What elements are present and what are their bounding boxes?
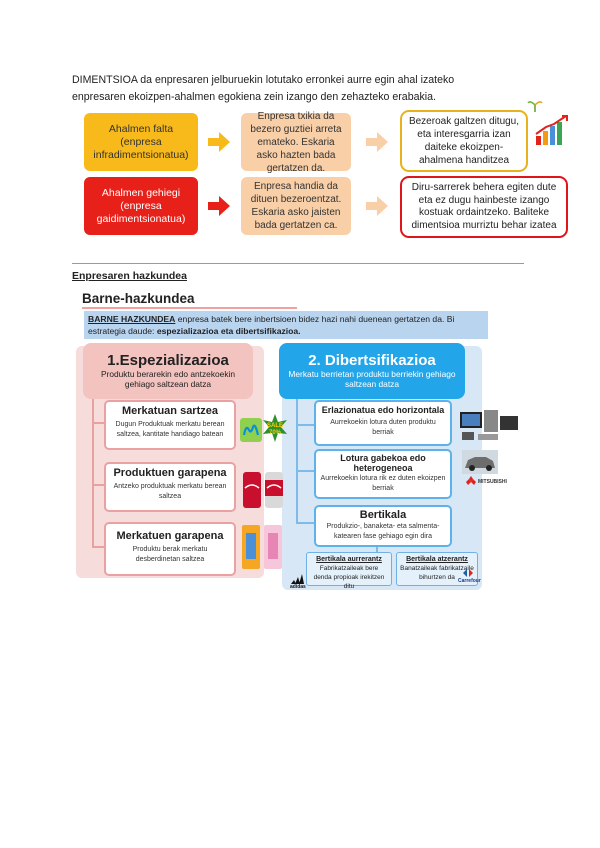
gaidi-description-text: Enpresa handia da dituen bezeroentzat. E… bbox=[247, 180, 345, 232]
card-text: Produkzio-, banaketa- eta salmenta-katea… bbox=[320, 522, 446, 542]
produktuen-garapena-card: Produktuen garapena Antzeko produktuak m… bbox=[104, 462, 236, 512]
espezializazioa-header: 1.Espezializazioa Produktu berarekin edo… bbox=[83, 343, 253, 399]
sprout-icon bbox=[526, 98, 544, 112]
intro-line-2: enpresaren ekoizpen-ahalmen egokiena zei… bbox=[72, 91, 436, 103]
definition-box: BARNE HAZKUNDEA enpresa batek bere inber… bbox=[84, 311, 488, 339]
gaidi-consequence-box: Diru-sarrerek behera egiten dute eta ez … bbox=[400, 176, 568, 238]
card-text: Produktu berak merkatu desberdinetan sal… bbox=[110, 545, 230, 565]
gaidi-consequence-text: Diru-sarrerek behera egiten dute eta ez … bbox=[408, 182, 560, 232]
section-divider bbox=[72, 263, 524, 264]
card-text: Aurrekoekin lotura duten produktu berria… bbox=[320, 418, 446, 438]
card-text: Dugun Produktuak merkatu berean saltzea,… bbox=[110, 420, 230, 440]
connector-line bbox=[296, 522, 314, 524]
infra-consequence-box: Bezeroak galtzen ditugu, eta interesgarr… bbox=[400, 110, 528, 172]
erlazionatua-card: Erlazionatua edo horizontala Aurrekoekin… bbox=[314, 400, 452, 446]
adidas-logo-text: adidas bbox=[290, 584, 306, 590]
card-title: Produktuen garapena bbox=[110, 467, 230, 479]
title-underline bbox=[82, 307, 297, 309]
card-title: Merkatuan sartzea bbox=[110, 405, 230, 417]
merkatuen-garapena-card: Merkatuen garapena Produktu berak merkat… bbox=[104, 522, 236, 576]
sale-badge-icon: SALE 70% bbox=[262, 414, 288, 442]
card-title: Lotura gabekoa edo heterogeneoa bbox=[320, 453, 446, 473]
dibertsifikazioa-subtitle: Merkatu berrietan produktu berriekin geh… bbox=[285, 369, 459, 389]
bertikala-aurrerantz-box: Bertikala aurrerantz Fabrikatzaileak ber… bbox=[306, 552, 392, 586]
connector-line bbox=[92, 546, 104, 548]
card-title: Merkatuen garapena bbox=[110, 530, 230, 542]
card-text: Antzeko produktuak merkatu berean saltze… bbox=[110, 482, 230, 502]
espezializazioa-subtitle: Produktu berarekin edo antzekoekin gehia… bbox=[89, 369, 247, 389]
infra-consequence-text: Bezeroak galtzen ditugu, eta interesgarr… bbox=[408, 115, 520, 167]
card-title: Erlazionatua edo horizontala bbox=[320, 405, 446, 415]
connector-line bbox=[92, 422, 104, 424]
car-icon bbox=[462, 450, 498, 474]
gaidi-description-box: Enpresa handia da dituen bezeroentzat. E… bbox=[241, 177, 351, 235]
mitsubishi-logo-icon bbox=[466, 476, 476, 485]
definition-strategies: espezializazioa eta dibertsifikazioa. bbox=[157, 326, 301, 336]
carrefour-logo-icon bbox=[463, 569, 473, 577]
merkatuan-sartzea-card: Merkatuan sartzea Dugun Produktuak merka… bbox=[104, 400, 236, 450]
arrow-right-icon bbox=[208, 132, 230, 152]
connector-line bbox=[296, 424, 314, 426]
connector-line bbox=[296, 470, 314, 472]
dibertsifikazioa-title: 2. Dibertsifikazioa bbox=[308, 354, 436, 367]
barne-hazkundea-title: Barne-hazkundea bbox=[82, 291, 195, 306]
ahalmen-falta-box: Ahalmen falta (enpresa infradimentsionat… bbox=[84, 113, 198, 171]
ahalmen-falta-label: Ahalmen falta (enpresa infradimentsionat… bbox=[90, 123, 192, 162]
infra-description-text: Enpresa txikia da bezero guztiei arreta … bbox=[247, 110, 345, 175]
card-title: Bertikala bbox=[320, 509, 446, 521]
arrow-right-icon bbox=[208, 196, 230, 216]
svg-text:70%: 70% bbox=[269, 430, 282, 436]
lotura-gabekoa-card: Lotura gabekoa edo heterogeneoa Aurrekoe… bbox=[314, 449, 452, 499]
mini-title: Bertikala atzerantz bbox=[400, 555, 474, 564]
intro-line-1: DIMENTSIOA da enpresaren jelburuekin lot… bbox=[72, 74, 454, 86]
mini-title: Bertikala aurrerantz bbox=[310, 555, 388, 564]
cola-cans-icon bbox=[241, 468, 287, 510]
espezializazioa-title: 1.Espezializazioa bbox=[107, 354, 229, 367]
intro-paragraph: DIMENTSIOA da enpresaren jelburuekin lot… bbox=[72, 72, 542, 106]
infra-description-box: Enpresa txikia da bezero guztiei arreta … bbox=[241, 113, 351, 171]
mitsubishi-logo-text: MITSUBISHI bbox=[478, 479, 507, 485]
growth-chart-icon bbox=[534, 114, 572, 146]
arrow-right-icon bbox=[366, 196, 388, 216]
definition-term: BARNE HAZKUNDEA bbox=[88, 314, 175, 324]
movistar-logo-icon bbox=[240, 418, 262, 442]
carrefour-logo-text: Carrefour bbox=[458, 578, 481, 584]
mini-text: Fabrikatzaileak bere denda propioak irek… bbox=[314, 565, 385, 590]
electronics-products-icon bbox=[458, 408, 522, 442]
ahalmen-gehiegi-label: Ahalmen gehiegi (enpresa gaidimentsionat… bbox=[90, 187, 192, 226]
connector-line bbox=[296, 399, 298, 523]
ahalmen-gehiegi-box: Ahalmen gehiegi (enpresa gaidimentsionat… bbox=[84, 177, 198, 235]
dibertsifikazioa-header: 2. Dibertsifikazioa Merkatu berrietan pr… bbox=[279, 343, 465, 399]
arrow-right-icon bbox=[366, 132, 388, 152]
card-text: Aurrekoekin lotura rik ez duten ekoizpen… bbox=[320, 474, 446, 494]
section-title: Enpresaren hazkundea bbox=[72, 270, 187, 282]
svg-text:SALE: SALE bbox=[267, 423, 283, 429]
bertikala-card: Bertikala Produkzio-, banaketa- eta salm… bbox=[314, 505, 452, 547]
razor-products-icon bbox=[240, 523, 286, 571]
connector-line bbox=[92, 484, 104, 486]
adidas-logo-icon bbox=[290, 574, 304, 584]
